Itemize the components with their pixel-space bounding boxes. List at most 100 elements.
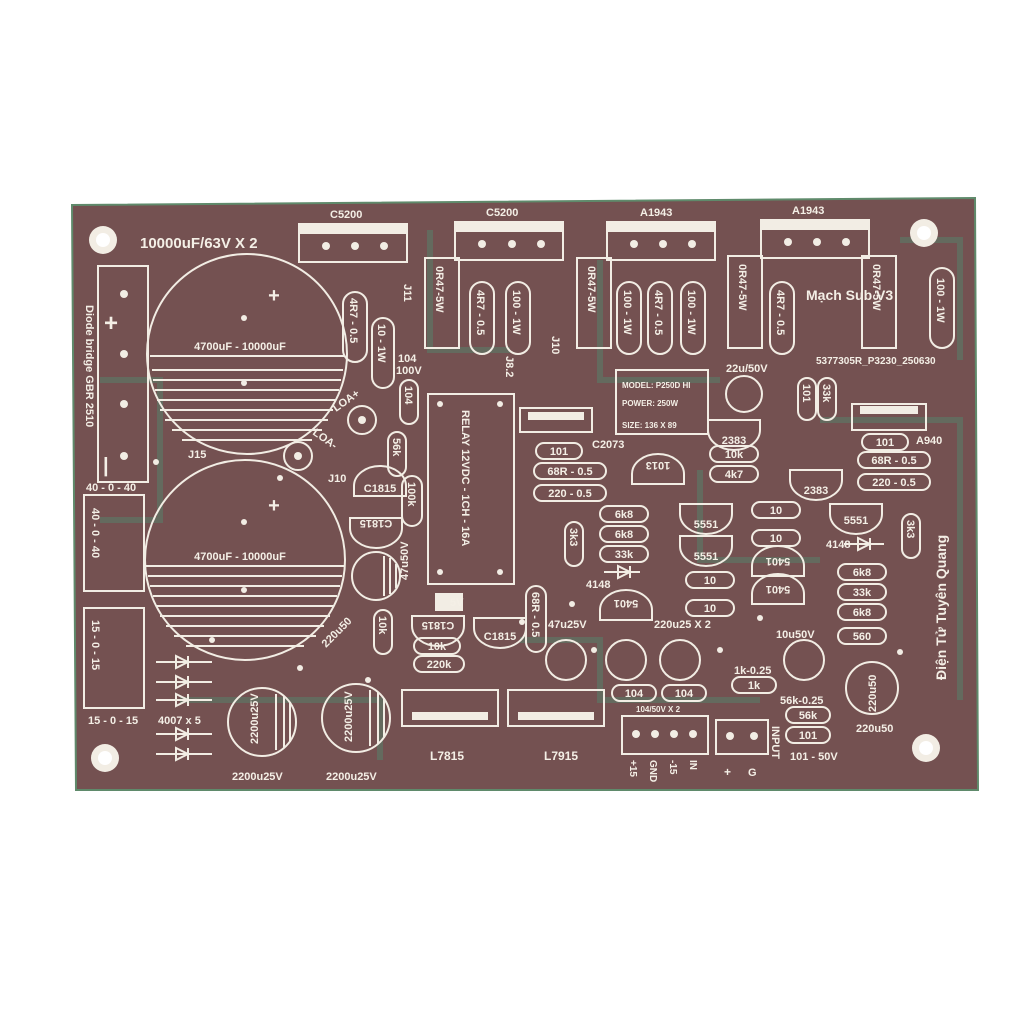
cap-100v-label: 100V — [396, 365, 422, 377]
transistor-c1815-a: C1815 — [353, 465, 407, 497]
resistor-0r47-b: 0R47-5W — [576, 257, 612, 349]
diodes-4007: 4007 x 5 — [156, 654, 212, 762]
relay: RELAY 12VDC - 1CH - 16A 5V — [427, 393, 515, 611]
svg-text:0R47-5W: 0R47-5W — [585, 266, 597, 313]
resistor-0r47-c: 0R47-5W — [727, 255, 763, 349]
svg-text:GND: GND — [647, 760, 658, 782]
transistor-5551-c: 5551 — [829, 503, 883, 535]
diode-4148-a: 4148 — [586, 564, 640, 591]
svg-text:POWER: 250W: POWER: 250W — [622, 399, 678, 408]
svg-text:6k8: 6k8 — [853, 567, 871, 579]
resistor-1k: 1k — [731, 676, 777, 694]
diode-4148-b: 4148 — [826, 536, 884, 552]
resistor-6k8-b: 6k8 — [599, 525, 649, 543]
relay-5v: 5V — [450, 597, 464, 609]
rail15-label: 15 - 0 - 15 — [88, 715, 138, 727]
j15-label: J15 — [188, 449, 206, 461]
transistor-c1815-b: C1815 — [349, 517, 403, 549]
top-transistors: C5200 C5200 A1943 A1943 — [298, 205, 870, 263]
svg-text:4148: 4148 — [586, 579, 610, 591]
svg-text:33k: 33k — [820, 384, 832, 403]
big-capacitor-bottom: + 4700uF - 10000uF — [144, 459, 346, 661]
cap-plus-bottom: + — [268, 495, 280, 517]
cap-220-x2-label: 220u25 X 2 — [654, 619, 711, 631]
board-title: 10000uF/63V X 2 — [140, 235, 258, 252]
transistor-5551-a: 5551 — [679, 503, 733, 535]
resistor-10k-a: 10k — [709, 445, 759, 463]
transistor-5401-b: 5401 — [751, 573, 805, 605]
svg-text:+15: +15 — [627, 760, 638, 777]
svg-text:100 - 1W: 100 - 1W — [621, 290, 633, 335]
resistor-560: 560 — [837, 627, 887, 645]
vertical-resistors: 4R7 - 0.5 10 - 1W 0R47-5W 4R7 - 0.5 100 … — [342, 255, 955, 389]
svg-text:5401: 5401 — [766, 583, 790, 595]
svg-text:C2073: C2073 — [592, 439, 624, 451]
svg-text:68R - 0.5: 68R - 0.5 — [529, 592, 541, 637]
r56k-label: 56k-0.25 — [780, 695, 823, 707]
cap-47u-b: 47u25V — [545, 619, 587, 681]
svg-text:5551: 5551 — [694, 519, 718, 531]
rail15-rotated: 15 - 0 - 15 — [89, 620, 101, 670]
cap-2200-a-label: 2200u25V — [232, 771, 283, 783]
svg-text:100 - 1W: 100 - 1W — [934, 278, 946, 323]
resistor-100-1w-c: 100 - 1W — [680, 281, 706, 355]
rail40-label: 40 - 0 - 40 — [86, 482, 136, 494]
resistor-10-1w: 10 - 1W — [371, 317, 395, 389]
transistor-1013: 1013 — [631, 453, 685, 485]
regulator-l7915: L7915 — [507, 689, 605, 763]
svg-text:4R7 - 0.5: 4R7 - 0.5 — [652, 290, 664, 335]
svg-text:560: 560 — [853, 631, 871, 643]
cap-220u25-a — [605, 639, 647, 681]
power-connector: 104/50V X 2 +15 GND -15 IN — [621, 705, 709, 782]
transistor-a1943-b: A1943 — [760, 205, 870, 259]
transistor-a1943-a: A1943 — [606, 207, 716, 261]
svg-text:10k: 10k — [725, 449, 744, 461]
svg-text:47u25V: 47u25V — [548, 619, 587, 631]
mounting-holes — [89, 219, 940, 772]
resistor-3k3-a: 3k3 — [564, 521, 584, 567]
svg-text:220 - 0.5: 220 - 0.5 — [548, 488, 591, 500]
cap-220u50-label: 220u50 — [856, 723, 893, 735]
transistor-c1815-c: C1815 — [411, 615, 465, 647]
cap-10u: 10u50V — [776, 629, 825, 681]
resistor-4r7-c: 4R7 - 0.5 — [647, 281, 673, 355]
cap-47u-a: 47u50V — [351, 541, 411, 601]
resistor-56k-v: 56k — [387, 431, 407, 477]
svg-text:C5200: C5200 — [486, 207, 518, 219]
transistor-c1815-d: C1815 — [473, 617, 527, 649]
svg-text:10: 10 — [770, 533, 782, 545]
svg-text:4148: 4148 — [826, 539, 850, 551]
svg-text:4R7 - 0.5: 4R7 - 0.5 — [774, 290, 786, 335]
svg-text:101: 101 — [799, 730, 817, 742]
svg-text:104: 104 — [625, 688, 644, 700]
svg-text:101: 101 — [876, 437, 894, 449]
bridge-plus: + — [104, 310, 118, 337]
resistor-101-a: 101 — [535, 442, 583, 460]
driver-transistor-a940: A940 — [851, 403, 942, 447]
svg-text:MODEL: P250D HI: MODEL: P250D HI — [622, 381, 690, 390]
svg-text:2383: 2383 — [722, 435, 746, 447]
svg-text:2383: 2383 — [804, 485, 828, 497]
cap-2200-a: 2200u25V — [227, 687, 297, 757]
resistor-0r47-a: 0R47-5W — [424, 257, 460, 349]
resistor-10-c: 10 — [685, 571, 735, 589]
r1k-label: 1k-0.25 — [734, 665, 771, 677]
resistor-101-b: 101 — [861, 433, 909, 451]
resistor-10-a: 10 — [751, 501, 801, 519]
svg-text:10u50V: 10u50V — [776, 629, 815, 641]
input-connector: + G INPUT — [715, 719, 781, 779]
svg-text:5401: 5401 — [614, 597, 638, 609]
svg-text:A1943: A1943 — [792, 205, 824, 217]
cap-2200-b: 2200u25V — [321, 683, 391, 753]
resistor-220-a: 220 - 0.5 — [533, 484, 607, 502]
j10-label: J10 — [328, 473, 346, 485]
loa-plus-terminal — [347, 405, 377, 435]
j11-label: J11 — [401, 284, 413, 302]
svg-text:100 - 1W: 100 - 1W — [685, 290, 697, 335]
loa-minus-terminal — [283, 441, 313, 471]
svg-text:C1815: C1815 — [484, 631, 516, 643]
transistor-2383-a: 2383 — [707, 419, 761, 451]
resistor-33k-v: 33k — [817, 377, 837, 421]
svg-text:6k8: 6k8 — [615, 509, 633, 521]
